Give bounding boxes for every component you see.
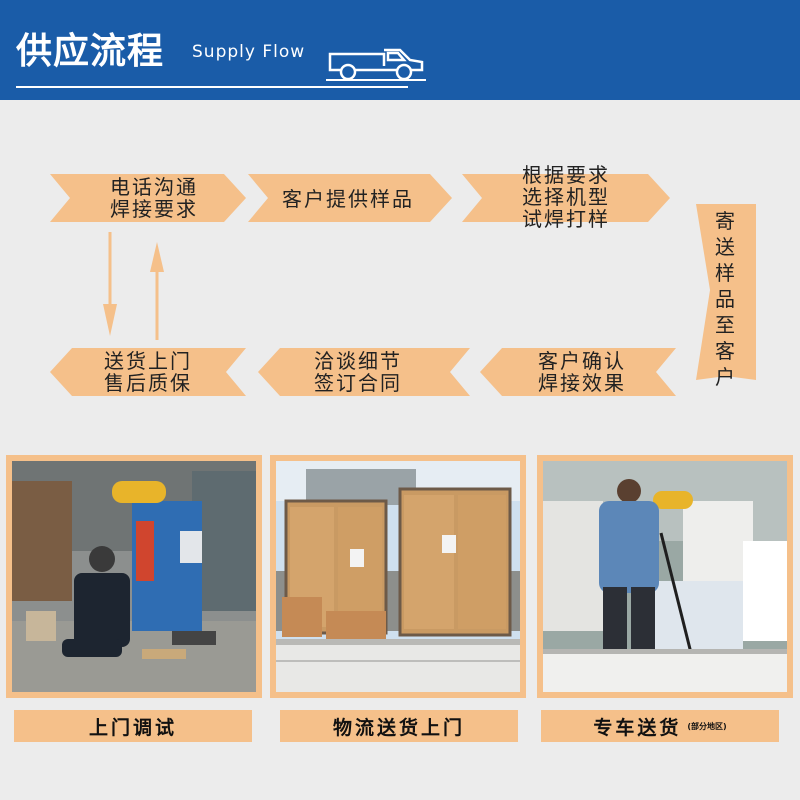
- step-confirm-text: 客户确认 焊接效果: [538, 349, 626, 395]
- step-sample-text: 客户提供样品: [282, 187, 414, 211]
- connector-down-arrow: [103, 232, 117, 336]
- step-contract-text: 洽谈细节 签订合同: [314, 349, 402, 395]
- pickup-truck-icon: [326, 48, 426, 81]
- caption-debug: 上门调试: [14, 710, 252, 742]
- flow-arrow-send: [696, 204, 756, 380]
- photo-panel-logistics: [270, 455, 526, 698]
- photo-panel-dedicated: [537, 455, 793, 698]
- header-banner: 供应流程 Supply Flow: [0, 0, 800, 100]
- flow-arrow-call: [50, 174, 246, 222]
- process-flow: 电话沟通 焊接要求 客户提供样品 根据要求 选择机型 试焊打样 寄送样品至客户 …: [0, 100, 800, 440]
- logistics-truck-image: [276, 461, 520, 692]
- factory-debug-image: [12, 461, 256, 692]
- dedicated-truck-image: [543, 461, 787, 692]
- flow-arrow-sample: [248, 174, 452, 222]
- photo-panel-debug: [6, 455, 262, 698]
- flow-arrows: [50, 174, 756, 396]
- step-call-text: 电话沟通 焊接要求: [110, 175, 198, 221]
- step-select-text: 根据要求 选择机型 试焊打样: [522, 163, 610, 231]
- page-subtitle: Supply Flow: [192, 42, 306, 62]
- page-title: 供应流程: [16, 31, 165, 72]
- step-send-text: 寄送样品至客户: [715, 209, 735, 389]
- flow-arrow-deliver: [50, 348, 246, 396]
- caption-dedicated: 专车送货 (部分地区): [541, 710, 779, 742]
- connector-up-arrow: [150, 242, 164, 340]
- flow-arrow-select: [462, 174, 670, 222]
- header-underline: [16, 86, 408, 88]
- flow-arrow-confirm: [480, 348, 676, 396]
- step-deliver-text: 送货上门 售后质保: [104, 349, 192, 395]
- caption-note: (部分地区): [687, 721, 727, 731]
- caption-logistics: 物流送货上门: [280, 710, 518, 742]
- flow-arrow-contract: [258, 348, 470, 396]
